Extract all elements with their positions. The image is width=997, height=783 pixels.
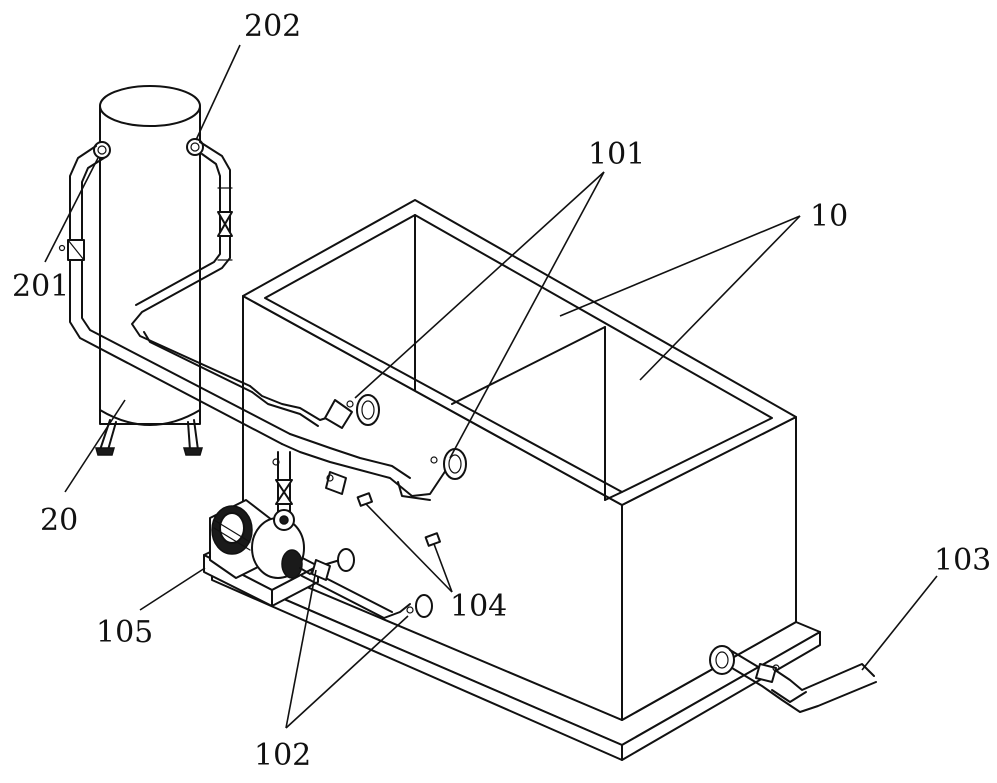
label-202: 202 xyxy=(244,9,301,44)
pump-volute xyxy=(251,509,305,579)
column-vessel xyxy=(95,85,203,456)
column-left-pipe xyxy=(58,141,291,445)
label-104: 104 xyxy=(450,589,507,624)
label-20: 20 xyxy=(40,503,78,538)
label-105: 105 xyxy=(96,615,153,650)
label-10: 10 xyxy=(810,199,848,234)
inlet-pipe xyxy=(299,548,433,619)
label-201: 201 xyxy=(12,269,69,304)
valve-right xyxy=(424,532,442,547)
drain-pipe xyxy=(709,645,877,713)
outlet-pipe-lower xyxy=(281,433,467,501)
outlet-pipe-upper xyxy=(249,385,380,429)
label-101: 101 xyxy=(588,137,645,172)
column-right-pipe xyxy=(131,138,253,393)
label-103: 103 xyxy=(934,543,991,578)
leader-lines xyxy=(44,44,938,729)
label-102: 102 xyxy=(254,738,311,773)
pump-feed-pipe xyxy=(272,451,293,513)
